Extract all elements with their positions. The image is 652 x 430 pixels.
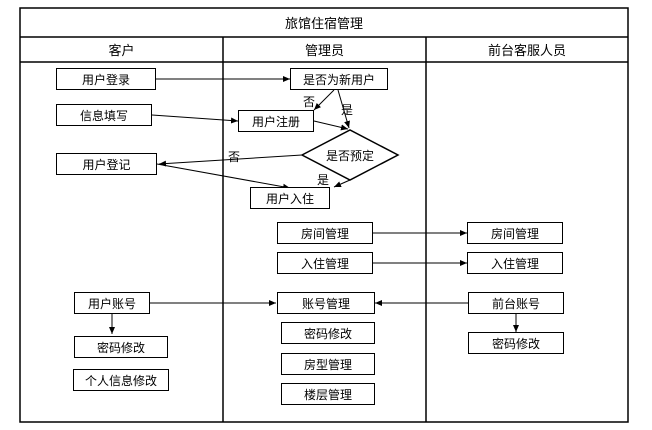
- user-login-box: 用户登录: [56, 68, 156, 90]
- is-reserved-label: 是否预定: [325, 148, 374, 163]
- user-register-box: 用户注册: [238, 110, 314, 132]
- user-checkin-box: 用户入住: [250, 187, 330, 209]
- lane-header-front-desk: 前台客服人员: [487, 44, 566, 59]
- edge-reserved-no: [158, 154, 303, 167]
- edge-label-new-user-no: 否: [303, 95, 316, 109]
- user-account-box: 用户账号: [74, 292, 150, 314]
- front-pwd-change-box: 密码修改: [468, 332, 564, 354]
- diagram-title: 旅馆住宿管理: [284, 17, 363, 32]
- lane-header-customer: 客户: [108, 44, 135, 59]
- edge-newuser-no: [313, 89, 335, 111]
- edge-newuser-yes: [337, 89, 350, 129]
- edge-label-reserved-no: 否: [228, 150, 241, 164]
- admin-checkin-mgmt-box: 入住管理: [277, 252, 373, 274]
- account-mgmt-box: 账号管理: [277, 292, 375, 314]
- admin-pwd-change-box: 密码修改: [281, 322, 375, 344]
- edge-info-to-register: [151, 114, 239, 124]
- user-checkin-record-box: 用户登记: [56, 153, 157, 175]
- edge-label-reserved-yes: 是: [317, 173, 330, 187]
- customer-pwd-change-box: 密码修改: [74, 336, 168, 358]
- room-type-mgmt-box: 房型管理: [281, 353, 375, 375]
- lane-header-admin: 管理员: [304, 44, 344, 59]
- outer-frame: [19, 7, 629, 423]
- front-checkin-mgmt-box: 入住管理: [467, 252, 563, 274]
- edge-register-to-reserved: [313, 120, 349, 131]
- info-fill-box: 信息填写: [56, 104, 152, 126]
- is-new-user-box: 是否为新用户: [290, 68, 388, 90]
- is-reserved-diamond: [300, 129, 400, 181]
- admin-room-mgmt-box: 房间管理: [277, 222, 373, 244]
- edge-reserved-yes: [333, 179, 351, 188]
- front-room-mgmt-box: 房间管理: [467, 222, 563, 244]
- floor-mgmt-box: 楼层管理: [281, 383, 375, 405]
- edge-record-to-checkin: [156, 163, 291, 190]
- edge-label-new-user-yes: 是: [341, 103, 354, 117]
- front-account-box: 前台账号: [468, 292, 564, 314]
- personal-info-change-box: 个人信息修改: [73, 369, 169, 391]
